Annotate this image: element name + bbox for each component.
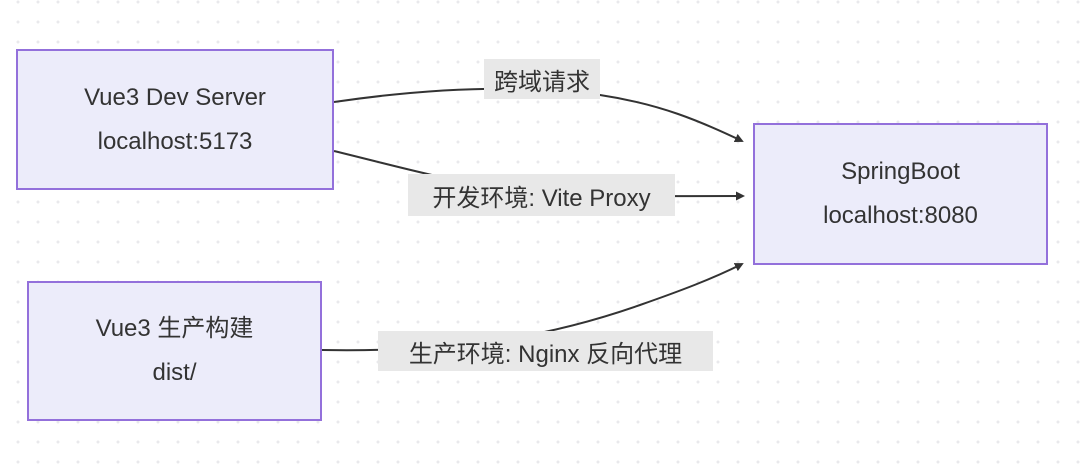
edge-label-cross-origin-request: 跨域请求 [484, 59, 600, 99]
node-springboot: SpringBoot localhost:8080 [753, 123, 1048, 265]
node-springboot-address: localhost:8080 [823, 202, 978, 229]
node-vue3-dev-server-title: Vue3 Dev Server [84, 83, 266, 111]
edge-label-dev-vite-proxy: 开发环境: Vite Proxy [408, 174, 675, 216]
node-vue3-prod-build-path: dist/ [152, 359, 197, 386]
edge-label-prod-nginx-proxy: 生产环境: Nginx 反向代理 [378, 331, 713, 371]
node-vue3-dev-server: Vue3 Dev Server localhost:5173 [16, 49, 334, 190]
node-vue3-prod-build-title: Vue3 生产构建 [95, 315, 254, 342]
node-vue3-prod-build: Vue3 生产构建 dist/ [27, 281, 322, 421]
node-springboot-title: SpringBoot [841, 158, 960, 185]
node-vue3-dev-server-address: localhost:5173 [97, 127, 253, 155]
